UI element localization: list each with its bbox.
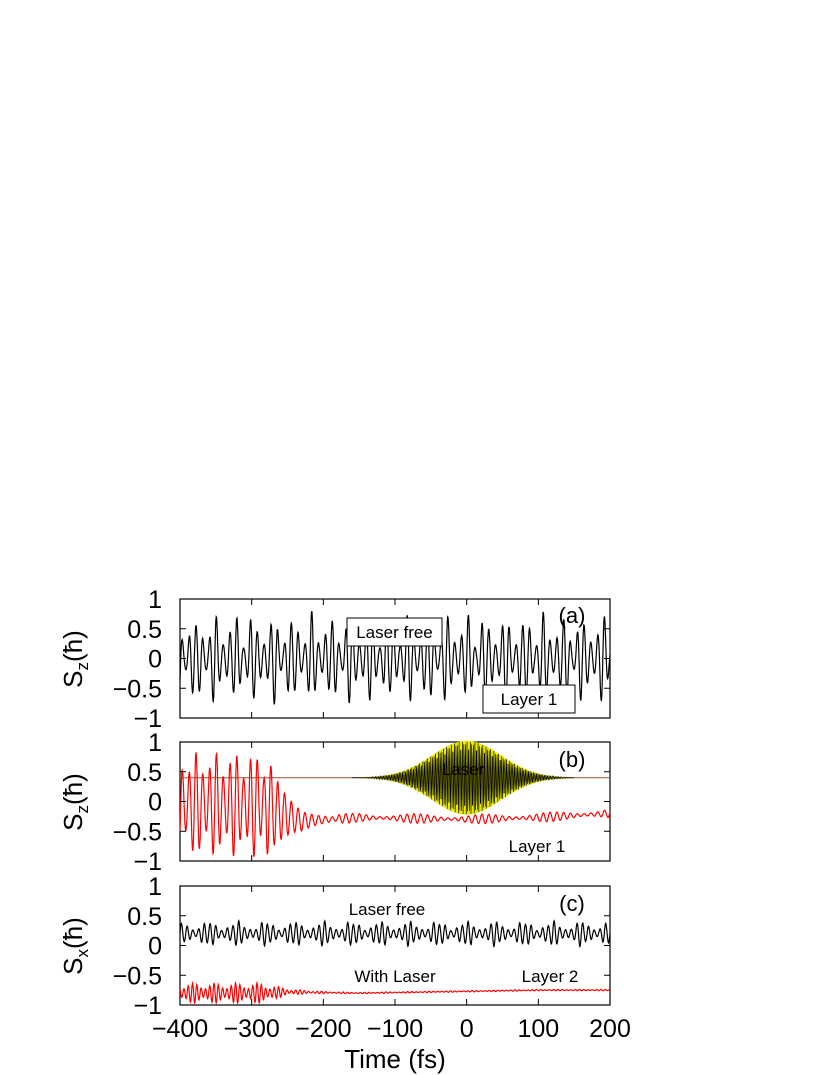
x-axis-ticks: −400 −300 −200 −100 0 100 200 — [152, 1015, 631, 1043]
panel-b-plot — [179, 740, 611, 861]
y-tick-label: 1 — [148, 729, 162, 757]
x-tick-label: −200 — [295, 1015, 351, 1043]
annotation-layer-2: Layer 2 — [522, 967, 579, 986]
panel-label-b: (b) — [559, 747, 586, 772]
panel-c-y-ticks: 10.50−0.5−1 — [113, 873, 610, 1020]
y-tick-label: −0.5 — [113, 675, 162, 703]
annotation-layer-1-b: Layer 1 — [509, 837, 566, 856]
panel-a-ylabel: Sz(ħ) — [58, 630, 92, 688]
y-tick-label: 0.5 — [127, 903, 162, 931]
panel-a: 10.50−0.5−1 Sz(ħ) Laser free Layer 1 (a) — [58, 586, 611, 733]
y-tick-label: 0.5 — [127, 759, 162, 787]
y-tick-label: 0.5 — [127, 616, 162, 644]
annotation-box-laser-free — [346, 617, 443, 647]
y-tick-label: −1 — [133, 848, 162, 876]
panel-label-c: (c) — [559, 891, 585, 916]
x-tick-label: 100 — [517, 1015, 559, 1043]
panel-label-a: (a) — [559, 603, 586, 628]
series-line — [179, 751, 611, 857]
y-tick-label: −1 — [133, 992, 162, 1020]
x-tick-label: 0 — [460, 1015, 474, 1043]
series-line — [179, 980, 611, 1006]
series-line — [351, 741, 575, 815]
panel-a-plot — [179, 599, 611, 718]
annotation-layer-1: Layer 1 — [501, 690, 558, 709]
annotation-laser-free-c: Laser free — [349, 900, 426, 919]
y-tick-label: −0.5 — [113, 962, 162, 990]
y-tick-label: 0 — [148, 646, 162, 674]
annotation-with-laser: With Laser — [354, 967, 436, 986]
panel-a-y-ticks: 10.50−0.5−1 — [113, 586, 610, 733]
x-tick-label: −300 — [224, 1015, 280, 1043]
x-axis-label: Time (fs) — [344, 1044, 446, 1074]
annotation-box-layer-1 — [482, 684, 576, 714]
y-tick-label: 0 — [148, 933, 162, 961]
series-line — [179, 919, 611, 949]
y-tick-label: 0 — [148, 789, 162, 817]
laser-envelope — [352, 740, 575, 815]
panel-b: 10.50−0.5−1 Sz(ħ) Laser Layer 1 (b) — [58, 729, 611, 876]
x-tick-label: 200 — [589, 1015, 631, 1043]
panel-b-ylabel: Sz(ħ) — [58, 773, 92, 831]
panel-c: 10.50−0.5−1 Sx(ħ) Laser free With Laser … — [58, 873, 611, 1020]
y-tick-label: −0.5 — [113, 818, 162, 846]
panel-c-plot — [179, 886, 611, 1006]
panel-b-y-ticks: 10.50−0.5−1 — [113, 729, 610, 876]
panel-c-ylabel: Sx(ħ) — [58, 917, 92, 975]
y-tick-label: 1 — [148, 873, 162, 901]
x-tick-label: −400 — [152, 1015, 208, 1043]
annotation-laser: Laser — [442, 760, 485, 779]
y-tick-label: 1 — [148, 586, 162, 614]
annotation-laser-free: Laser free — [356, 623, 433, 642]
x-tick-label: −100 — [367, 1015, 423, 1043]
series-line — [179, 611, 611, 706]
y-tick-label: −1 — [133, 705, 162, 733]
